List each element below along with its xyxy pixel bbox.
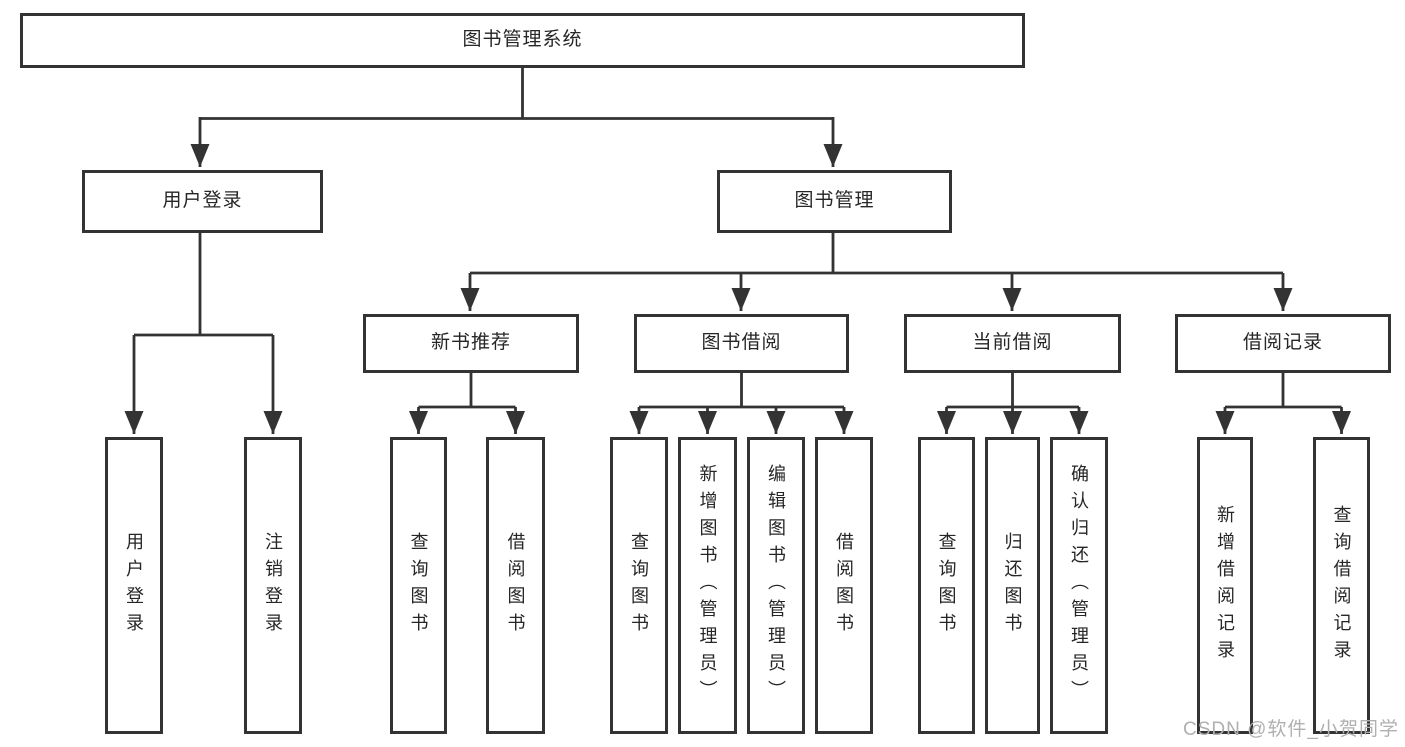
leaf-user-login: 用户登录	[105, 437, 163, 734]
node-root-library-system: 图书管理系统	[20, 13, 1025, 68]
node-label: 新书推荐	[430, 332, 511, 354]
leaf-logout: 注销登录	[244, 437, 302, 734]
leaf-bb-query-books: 查询图书	[610, 437, 668, 734]
leaf-bb-add-books-admin: 新增图书（管理员）	[678, 437, 737, 734]
leaf-cb-confirm-return-admin: 确认归还（管理员）	[1050, 437, 1108, 734]
leaf-nb-borrow-books: 借阅图书	[486, 437, 545, 734]
leaf-label: 查询图书	[936, 531, 957, 640]
leaf-label: 注销登录	[263, 531, 283, 640]
leaf-cb-query-books: 查询图书	[918, 437, 975, 734]
leaf-label: 编辑图书（管理员）	[766, 464, 786, 707]
node-new-book-recommend: 新书推荐	[363, 314, 579, 373]
node-label: 图书借阅	[701, 332, 782, 354]
node-label: 借阅记录	[1242, 332, 1323, 354]
leaf-label: 查询图书	[629, 531, 649, 640]
node-label: 图书管理	[794, 190, 875, 212]
leaf-br-add-record: 新增借阅记录	[1197, 437, 1253, 734]
leaf-label: 借阅图书	[505, 531, 526, 640]
leaf-label: 用户登录	[124, 531, 144, 640]
leaf-label: 归还图书	[1002, 531, 1023, 640]
leaf-label: 确认归还（管理员）	[1069, 464, 1089, 707]
leaf-bb-borrow-books: 借阅图书	[815, 437, 873, 734]
leaf-cb-return-books: 归还图书	[985, 437, 1040, 734]
node-label: 当前借阅	[972, 332, 1053, 354]
leaf-nb-query-books: 查询图书	[390, 437, 447, 734]
csdn-watermark: CSDN @软件_小贺同学	[1183, 719, 1399, 740]
node-borrow-records: 借阅记录	[1175, 314, 1391, 373]
node-current-borrow: 当前借阅	[904, 314, 1121, 373]
node-book-management: 图书管理	[717, 170, 952, 233]
node-book-borrow: 图书借阅	[634, 314, 849, 373]
node-user-login: 用户登录	[82, 170, 323, 233]
leaf-label: 借阅图书	[834, 531, 854, 640]
leaf-br-query-record: 查询借阅记录	[1313, 437, 1370, 734]
leaf-label: 查询借阅记录	[1331, 504, 1352, 667]
leaf-label: 查询图书	[408, 531, 429, 640]
node-label: 图书管理系统	[462, 29, 583, 51]
leaf-bb-edit-books-admin: 编辑图书（管理员）	[747, 437, 805, 734]
leaf-label: 新增图书（管理员）	[697, 464, 718, 707]
leaf-label: 新增借阅记录	[1215, 504, 1235, 667]
node-label: 用户登录	[162, 190, 243, 212]
